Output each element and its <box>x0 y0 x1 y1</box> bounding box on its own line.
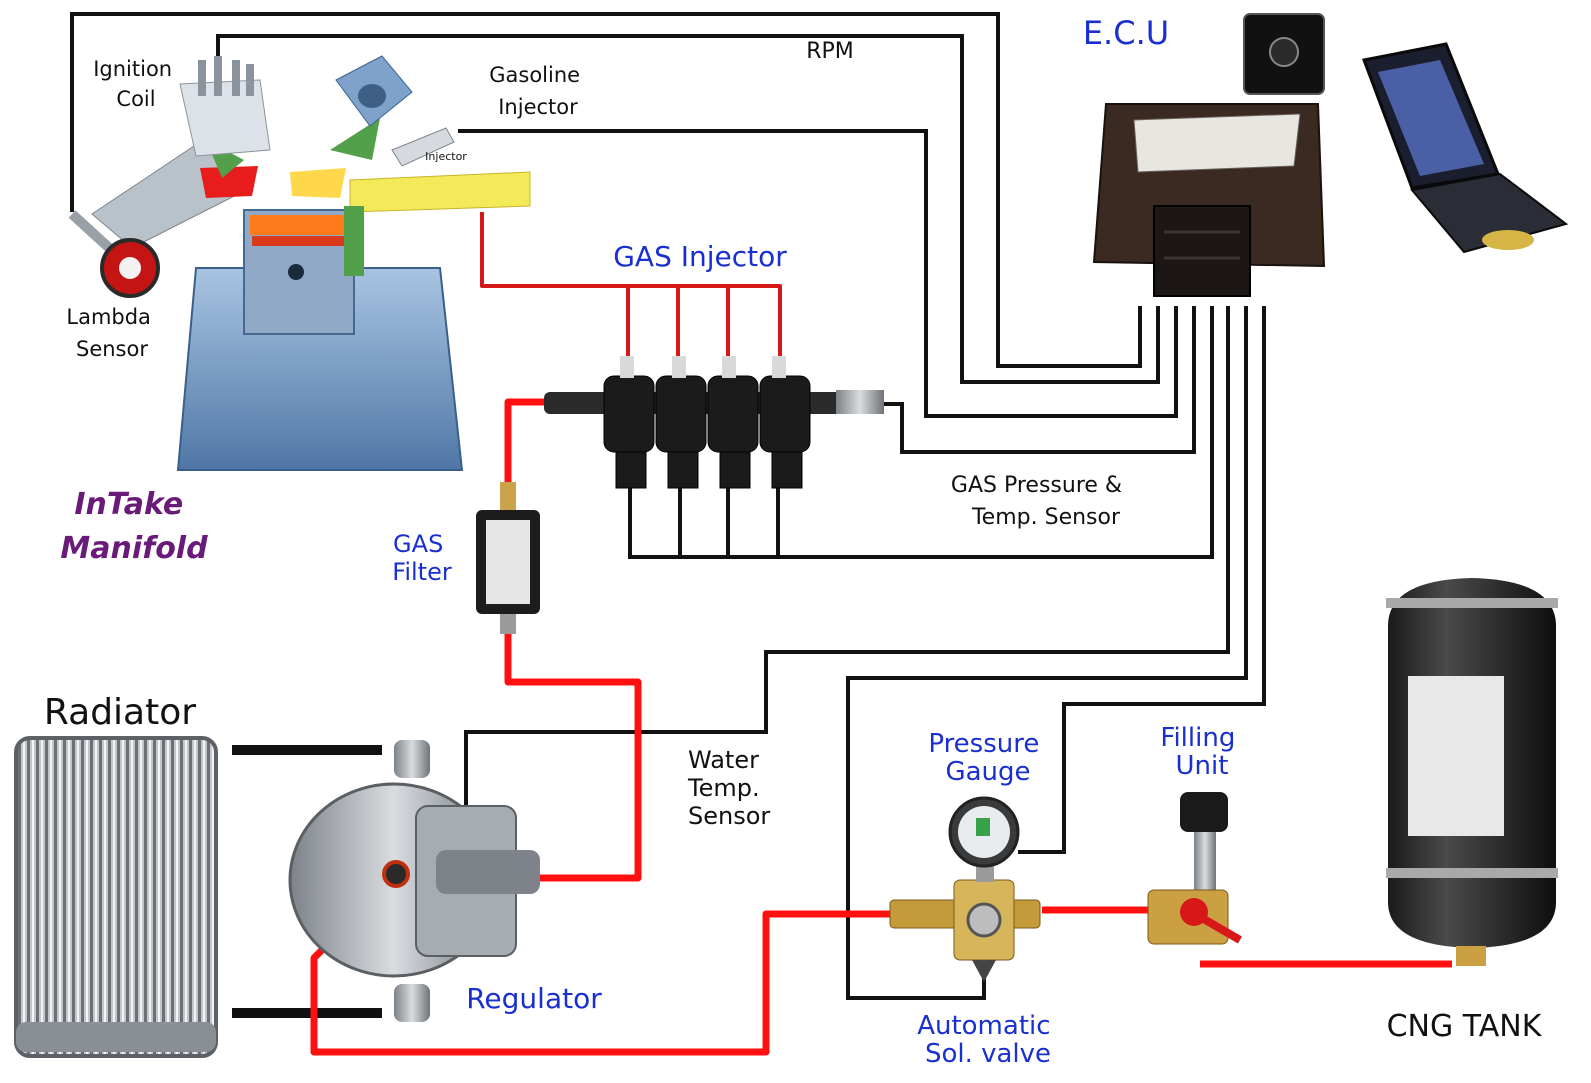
label-gas-filter: GAS Filter <box>392 530 452 586</box>
wire-injector-bus <box>628 306 1214 559</box>
gas-line-filter-to-rail <box>504 398 544 490</box>
gas-injector-rail <box>544 356 884 489</box>
automatic-sol-valve <box>889 879 1041 982</box>
signal-wires <box>70 12 1266 1000</box>
label-gas-pressure-sensor: GAS Pressure & Temp. Sensor <box>951 473 1129 530</box>
label-rpm: RPM <box>806 39 854 64</box>
labels: Ignition Coil Gasoline Injector Injector… <box>44 14 1543 1069</box>
gas-line-manifold <box>480 212 782 358</box>
label-filling-unit: Filling Unit <box>1160 723 1243 781</box>
label-ignition-coil: Ignition Coil <box>93 57 179 111</box>
gas-line-filter-to-regulator <box>504 632 642 882</box>
label-ecu: E.C.U <box>1083 14 1169 52</box>
label-pressure-gauge: Pressure Gauge <box>928 729 1047 787</box>
gas-filter <box>476 482 540 634</box>
wire-lambda <box>70 12 1142 368</box>
label-intake-manifold: InTake Manifold <box>60 487 208 566</box>
regulator <box>288 740 540 1022</box>
label-automatic-sol-valve: Automatic Sol. valve <box>917 1011 1059 1069</box>
label-gas-injector: GAS Injector <box>613 240 787 273</box>
fuel-switch-panel <box>1243 13 1325 95</box>
wire-rpm <box>216 34 1160 384</box>
engine-cutaway <box>68 55 531 471</box>
label-water-temp-sensor: Water Temp. Sensor <box>687 746 770 830</box>
laptop <box>1361 42 1569 254</box>
radiator <box>14 736 218 1058</box>
label-gasoline-injector: Gasoline Injector <box>489 63 587 119</box>
cng-tank <box>1386 578 1558 966</box>
label-lambda-sensor: Lambda Sensor <box>66 305 157 361</box>
label-cng-tank: CNG TANK <box>1387 1009 1543 1044</box>
radiator-hoses <box>232 745 382 1018</box>
filling-unit <box>1147 792 1243 945</box>
ecu-unit <box>1092 103 1326 297</box>
label-radiator: Radiator <box>44 692 196 733</box>
pressure-gauge <box>948 796 1020 882</box>
wire-gasoline-injector <box>458 129 1178 418</box>
label-injector-small: Injector <box>425 150 467 163</box>
wire-pressure-sensor <box>884 306 1196 454</box>
label-regulator: Regulator <box>466 982 602 1015</box>
wire-sol-valve <box>846 306 1248 1000</box>
lambda-sensor-body <box>68 210 160 298</box>
wire-pressure-gauge <box>1018 306 1266 854</box>
wire-water-temp <box>464 306 1230 806</box>
